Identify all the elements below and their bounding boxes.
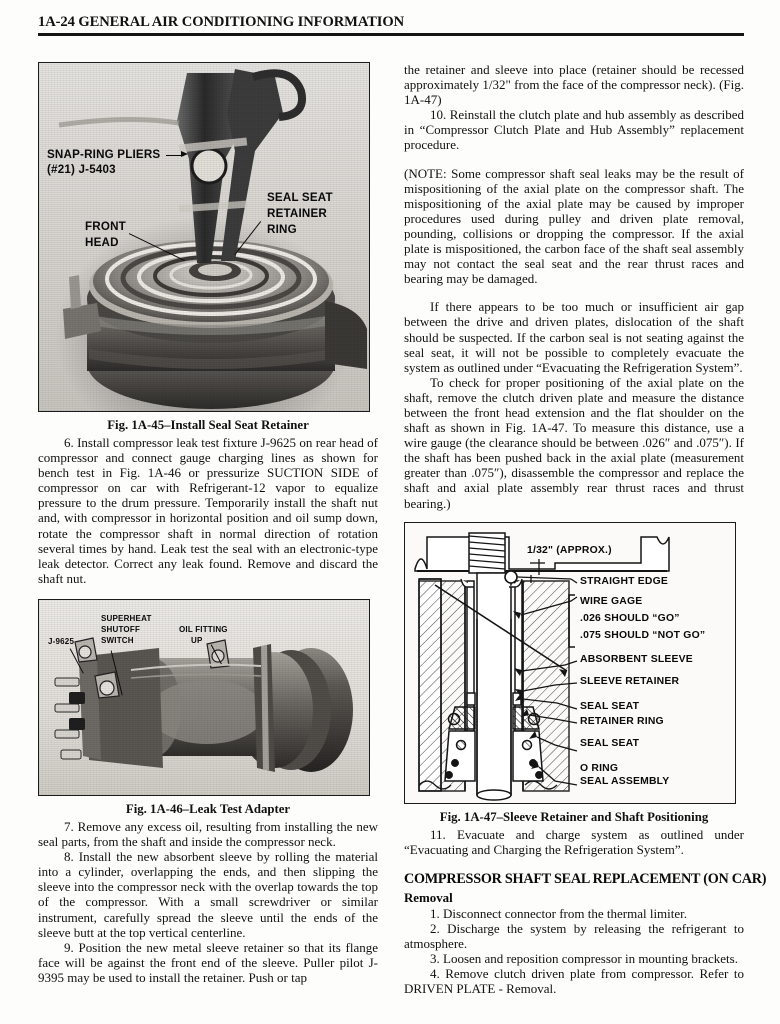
paragraph-note-3: To check for proper positioning of the a… [404, 374, 744, 511]
label-front: FRONT [85, 220, 126, 233]
leader-pliers [166, 155, 184, 157]
label-seal-seat: SEAL SEAT [267, 191, 333, 204]
label-dimension-1-32: 1/32" (APPROX.) [527, 544, 612, 556]
figure-1a45-artwork [58, 69, 367, 409]
label-seal-seat-retainer-ring-2: RETAINER RING [580, 715, 664, 727]
paragraph-step-7: 7. Remove any excess oil, resulting from… [38, 818, 378, 850]
label-seal-seat-retainer: RETAINER [267, 207, 327, 220]
paragraph-step-10: 10. Reinstall the clutch plate and hub a… [404, 107, 744, 153]
section-heading-compressor-shaft-seal: COMPRESSOR SHAFT SEAL REPLACEMENT (ON CA… [404, 870, 767, 887]
label-wire-gage: WIRE GAGE [580, 595, 643, 607]
label-oil-fitting: OIL FITTING [179, 624, 228, 634]
label-switch: SWITCH [101, 635, 134, 645]
label-superheat: SUPERHEAT [101, 613, 152, 623]
figure-1a47-image: 1/32" (APPROX.) STRAIGHT EDGE WIRE GAGE … [404, 521, 736, 804]
page-header: 1A-24 GENERAL AIR CONDITIONING INFORMATI… [38, 14, 744, 37]
figure-1a47-caption: Fig. 1A-47–Sleeve Retainer and Shaft Pos… [439, 809, 709, 824]
paragraph-removal-3: 3. Loosen and reposition compressor in m… [430, 951, 738, 967]
paragraph-removal-2: 2. Discharge the system by releasing the… [404, 920, 744, 951]
paragraph-step-11: 11. Evacuate and charge system as outlin… [404, 826, 744, 857]
figure-1a45-halftone-grain [39, 63, 369, 411]
paragraph-step-8: 8. Install the new absorbent sleeve by r… [38, 849, 378, 940]
figure-1a46-caption: Fig. 1A-46–Leak Test Adapter [125, 801, 291, 816]
figure-1a46-image: J-9625 SUPERHEAT SHUTOFF SWITCH OIL FITT… [38, 598, 370, 796]
label-head: HEAD [85, 236, 119, 249]
page-title: 1A-24 GENERAL AIR CONDITIONING INFORMATI… [38, 14, 405, 30]
right-column: the retainer and sleeve into place (reta… [404, 62, 767, 997]
label-seal-seat-ring: RING [267, 223, 297, 236]
label-straight-edge: STRAIGHT EDGE [580, 575, 669, 587]
label-j9625: J-9625 [48, 636, 75, 646]
label-absorbent-sleeve: ABSORBENT SLEEVE [580, 653, 693, 665]
header-rule [38, 33, 744, 37]
label-snap-ring-pliers: SNAP-RING PLIERS [47, 148, 161, 161]
left-column: SNAP-RING PLIERS (#21) J-5403 SEAL SEAT … [38, 62, 378, 985]
figure-1a45-caption: Fig. 1A-45–Install Seal Seat Retainer [107, 418, 309, 432]
label-wire-gage-go: .026 SHOULD “GO” [580, 612, 680, 624]
label-o-ring: O RING [580, 762, 619, 774]
figure-1a46-halftone-grain [39, 599, 369, 795]
label-sleeve-retainer: SLEEVE RETAINER [580, 675, 680, 687]
label-shutoff: SHUTOFF [101, 624, 141, 634]
figure-1a45-image: SNAP-RING PLIERS (#21) J-5403 SEAL SEAT … [38, 62, 370, 412]
label-seal-assembly: SEAL ASSEMBLY [580, 775, 670, 787]
label-seal-seat: SEAL SEAT [580, 737, 640, 749]
arrowhead-pliers [181, 151, 188, 157]
paragraph-step-6: 6. Install compressor leak test fixture … [38, 435, 378, 586]
paragraph-removal-4: 4. Remove clutch driven plate from compr… [404, 966, 744, 997]
figure-1a47-artwork [414, 531, 670, 801]
label-wire-gage-not-go: .075 SHOULD “NOT GO” [580, 629, 706, 641]
label-oil-fitting-up: UP [191, 635, 203, 645]
paragraph-note-2: If there appears to be too much or insuf… [404, 299, 744, 375]
paragraph-step-9: 9. Position the new metal sleeve retaine… [38, 939, 378, 985]
label-seal-seat-retainer-ring-1: SEAL SEAT [580, 700, 640, 712]
figure-1a46-artwork [54, 637, 353, 772]
label-snap-ring-pliers-number: (#21) J-5403 [47, 163, 116, 176]
paragraph-note: (NOTE: Some compressor shaft seal leaks … [404, 165, 744, 287]
paragraph-removal-1: 1. Disconnect connector from the thermal… [430, 905, 688, 921]
paragraph-continuation: the retainer and sleeve into place (reta… [404, 62, 744, 108]
sub-heading-removal: Removal [404, 890, 453, 905]
